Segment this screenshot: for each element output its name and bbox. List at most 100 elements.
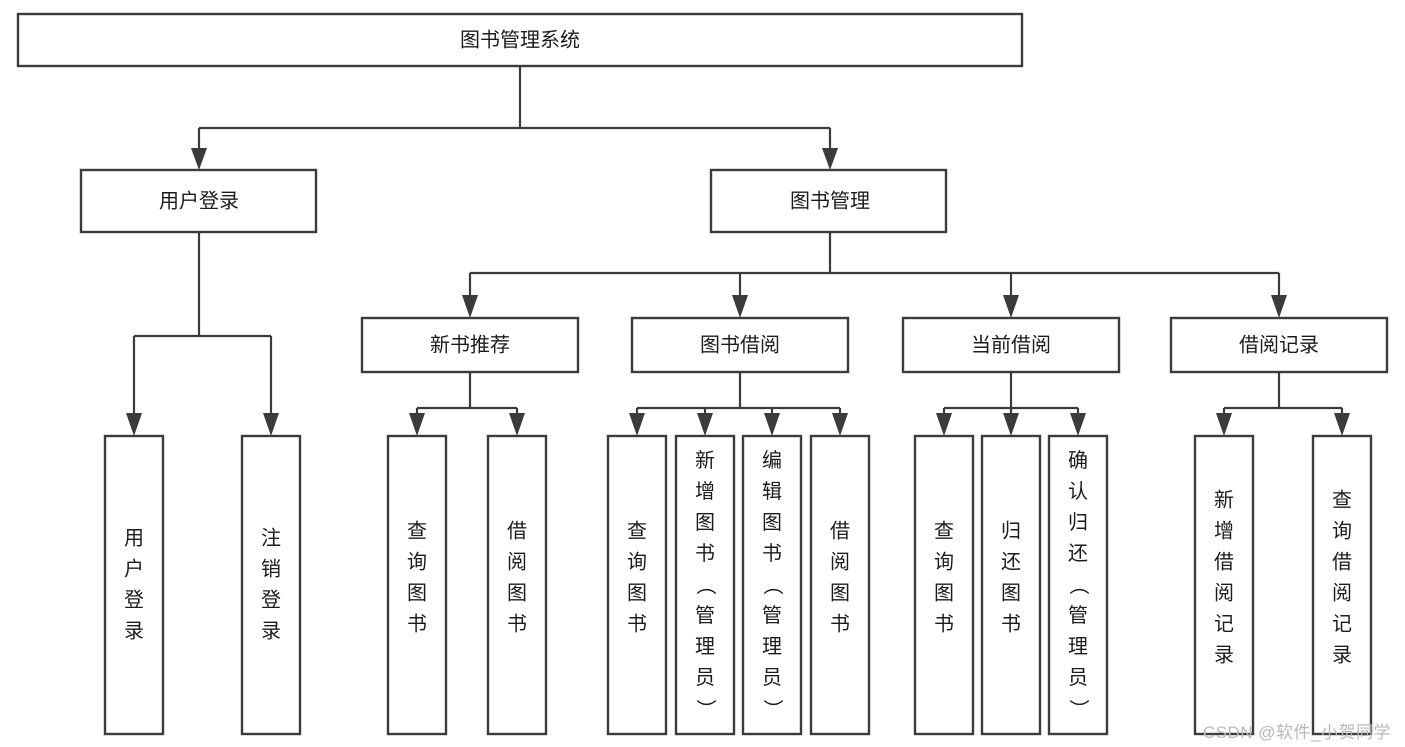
svg-text:图: 图 xyxy=(695,512,715,534)
leaf-box[interactable] xyxy=(486,434,548,736)
svg-text:阅: 阅 xyxy=(1332,582,1352,605)
leaf-box[interactable] xyxy=(386,434,448,736)
node-book-management-box[interactable] xyxy=(709,168,948,234)
svg-text:注: 注 xyxy=(261,527,281,550)
svg-text:录: 录 xyxy=(261,621,281,643)
svg-text:新: 新 xyxy=(1214,489,1234,512)
leaf-box[interactable] xyxy=(674,434,736,736)
node-new-book-recommend-box[interactable] xyxy=(360,316,580,374)
node-current-borrow[interactable]: 当前借阅 xyxy=(901,316,1121,374)
node-book-borrow[interactable]: 图书借阅 xyxy=(630,316,850,374)
svg-text:管: 管 xyxy=(762,604,782,627)
svg-text:图: 图 xyxy=(627,583,647,605)
svg-text:图: 图 xyxy=(1001,583,1021,605)
node-borrow-record[interactable]: 借阅记录 xyxy=(1169,316,1389,374)
arrow-head-icon xyxy=(1070,413,1086,436)
svg-text:书: 书 xyxy=(830,613,850,636)
node-current-borrow-box[interactable] xyxy=(901,316,1121,374)
svg-text:）: ） xyxy=(761,699,784,719)
svg-text:借: 借 xyxy=(507,520,527,543)
leaf-box[interactable] xyxy=(240,434,302,736)
svg-text:理: 理 xyxy=(1068,636,1088,658)
svg-text:认: 认 xyxy=(1068,480,1088,503)
node-current-borrow-label: 当前借阅 xyxy=(971,333,1051,356)
svg-text:记: 记 xyxy=(1332,613,1352,636)
arrow-head-icon xyxy=(191,148,207,170)
leaf-box[interactable] xyxy=(103,434,165,736)
svg-text:员: 员 xyxy=(1068,667,1088,689)
node-new-book-recommend-label: 新书推荐 xyxy=(430,333,510,356)
svg-text:图: 图 xyxy=(830,583,850,605)
arrow-head-icon xyxy=(697,413,713,436)
svg-text:查: 查 xyxy=(934,520,954,543)
leaf-user-login-0[interactable]: 用户登录 xyxy=(103,434,165,736)
svg-text:增: 增 xyxy=(695,480,715,503)
leaf-box[interactable] xyxy=(741,434,803,736)
svg-text:图: 图 xyxy=(507,583,527,605)
leaf-label: 用户登录 xyxy=(124,528,144,643)
svg-text:查: 查 xyxy=(1332,489,1352,512)
arrow-head-icon xyxy=(732,295,748,318)
svg-text:录: 录 xyxy=(124,621,144,643)
svg-text:用: 用 xyxy=(124,528,144,550)
leaf-box[interactable] xyxy=(1047,434,1109,736)
svg-text:阅: 阅 xyxy=(1214,582,1234,605)
arrow-head-icon xyxy=(822,148,838,170)
node-borrow-record-box[interactable] xyxy=(1169,316,1389,374)
svg-text:增: 增 xyxy=(1214,520,1234,543)
leaf-box[interactable] xyxy=(980,434,1042,736)
node-book-borrow-box[interactable] xyxy=(630,316,850,374)
node-new-book-recommend[interactable]: 新书推荐 xyxy=(360,316,580,374)
svg-text:）: ） xyxy=(1067,699,1090,719)
svg-text:归: 归 xyxy=(1068,511,1088,534)
svg-text:书: 书 xyxy=(627,613,647,636)
svg-text:理: 理 xyxy=(762,636,782,658)
node-user-login-label: 用户登录 xyxy=(159,189,239,212)
node-root-box[interactable] xyxy=(16,12,1024,68)
leaf-box[interactable] xyxy=(606,434,668,736)
svg-text:编: 编 xyxy=(762,449,782,472)
node-user-login-box[interactable] xyxy=(79,168,318,234)
arrow-head-icon xyxy=(832,413,848,436)
node-user-login[interactable]: 用户登录 xyxy=(79,168,318,234)
leaf-box[interactable] xyxy=(1311,434,1373,736)
svg-text:户: 户 xyxy=(124,558,144,581)
node-book-management[interactable]: 图书管理 xyxy=(709,168,948,234)
arrow-head-icon xyxy=(936,413,952,436)
svg-text:（: （ xyxy=(1067,575,1090,595)
arrow-head-icon xyxy=(509,413,525,436)
node-root-system[interactable]: 图书管理系统 xyxy=(16,12,1024,68)
svg-text:还: 还 xyxy=(1001,551,1021,574)
svg-text:借: 借 xyxy=(1214,551,1234,574)
arrow-head-icon xyxy=(1334,413,1350,436)
leaf-box[interactable] xyxy=(913,434,975,736)
node-book-borrow-label: 图书借阅 xyxy=(700,333,780,356)
svg-text:图: 图 xyxy=(934,583,954,605)
leaf-box[interactable] xyxy=(809,434,871,736)
leaf-box[interactable] xyxy=(1193,434,1255,736)
svg-text:记: 记 xyxy=(1214,613,1234,636)
